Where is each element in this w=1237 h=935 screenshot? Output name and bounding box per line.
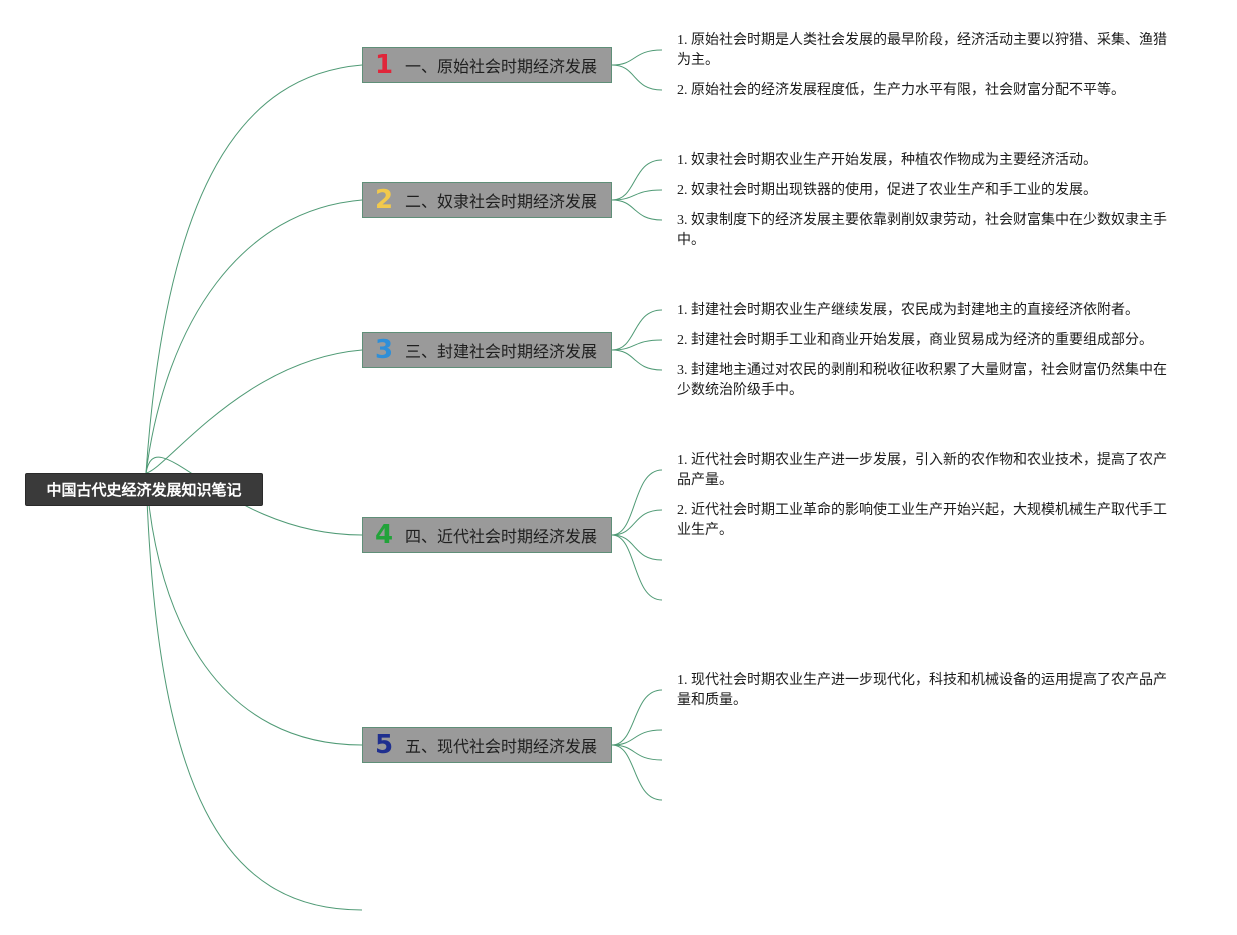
leaf-connector <box>611 729 663 746</box>
leaf-text: 1. 奴隶社会时期农业生产开始发展，种植农作物成为主要经济活动。 <box>677 153 1097 168</box>
number-3-icon: 3 <box>374 335 394 365</box>
branch-label: 五、现代社会时期经济发展 <box>405 737 598 756</box>
leaf-text: 1. 近代社会时期农业生产进一步发展，引入新的农作物和农业技术，提高了农产品产量… <box>677 453 1167 488</box>
root-connector <box>145 472 363 746</box>
branch-node-4[interactable]: 4 四、近代社会时期经济发展 <box>362 517 612 553</box>
leaf-connector <box>611 534 663 561</box>
branch-node-2[interactable]: 2 二、奴隶社会时期经济发展 <box>362 182 612 218</box>
leaf-connector <box>611 689 663 746</box>
leaf-text: 1. 封建社会时期农业生产继续发展，农民成为封建地主的直接经济依附者。 <box>677 303 1139 318</box>
leaf-connector <box>611 744 663 801</box>
branch-label: 三、封建社会时期经济发展 <box>405 342 598 361</box>
leaf-text: 2. 封建社会时期手工业和商业开始发展，商业贸易成为经济的重要组成部分。 <box>677 333 1153 348</box>
branch-node-3[interactable]: 3 三、封建社会时期经济发展 <box>362 332 612 368</box>
leaf-connector <box>611 349 663 371</box>
leaf-connector <box>611 159 663 201</box>
leaf-text: 2. 奴隶社会时期出现铁器的使用，促进了农业生产和手工业的发展。 <box>677 183 1097 198</box>
leaf-text: 2. 近代社会时期工业革命的影响使工业生产开始兴起，大规模机械生产取代手工业生产… <box>677 503 1167 538</box>
leaf-text: 3. 奴隶制度下的经济发展主要依靠剥削奴隶劳动，社会财富集中在少数奴隶主手中。 <box>677 213 1167 248</box>
branch-label: 一、原始社会时期经济发展 <box>405 57 598 76</box>
root-connector <box>145 199 363 474</box>
leaf-connector <box>611 339 663 351</box>
branch-node-5[interactable]: 5 五、现代社会时期经济发展 <box>362 727 612 763</box>
root-connector <box>145 349 363 474</box>
leaf-text: 1. 原始社会时期是人类社会发展的最早阶段，经济活动主要以狩猎、采集、渔猎为主。 <box>677 33 1167 68</box>
leaf-text: 3. 封建地主通过对农民的剥削和税收征收积累了大量财富，社会财富仍然集中在少数统… <box>677 363 1167 398</box>
branch-label: 四、近代社会时期经济发展 <box>405 527 598 546</box>
root-connector <box>145 472 363 911</box>
leaf-text: 1. 现代社会时期农业生产进一步现代化，科技和机械设备的运用提高了农产品产量和质… <box>677 673 1167 708</box>
leaf-connector <box>611 309 663 351</box>
leaf-connector <box>611 64 663 91</box>
leaf-text: 2. 原始社会的经济发展程度低，生产力水平有限，社会财富分配不平等。 <box>677 83 1125 98</box>
leaf-connector <box>611 49 663 66</box>
branch-label: 二、奴隶社会时期经济发展 <box>405 192 598 211</box>
number-2-icon: 2 <box>374 185 394 215</box>
leaf-connector <box>611 199 663 221</box>
leaf-connector <box>611 534 663 601</box>
branch-node-1[interactable]: 1 一、原始社会时期经济发展 <box>362 47 612 83</box>
leaf-connector <box>611 744 663 761</box>
number-4-icon: 4 <box>374 520 394 550</box>
number-5-icon: 5 <box>374 730 394 760</box>
root-connector <box>145 64 363 474</box>
root-title: 中国古代史经济发展知识笔记 <box>46 481 242 499</box>
root-node[interactable]: 中国古代史经济发展知识笔记 <box>25 473 263 506</box>
leaf-connector <box>611 509 663 536</box>
number-1-icon: 1 <box>374 50 394 80</box>
leaf-connector <box>611 189 663 201</box>
leaf-connector <box>611 469 663 536</box>
